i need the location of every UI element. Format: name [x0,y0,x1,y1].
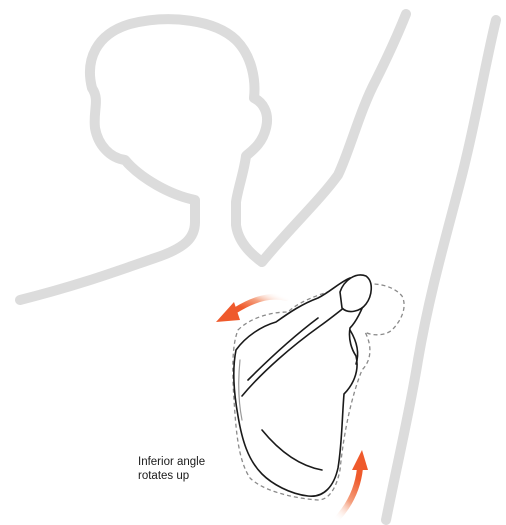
scapula-rotated [234,275,371,496]
inferior-arrowhead [352,450,368,470]
torso-right-outline [386,20,496,520]
inferior-angle-caption: Inferior angle rotates up [138,455,205,483]
inferior-rotation-arrow [336,468,360,520]
caption-line-2: rotates up [138,469,205,483]
superior-arrowhead [216,302,240,322]
caption-line-1: Inferior angle [138,455,205,469]
arm-outline [262,14,406,262]
superior-rotation-arrow [236,297,286,310]
head-outline [20,19,267,300]
